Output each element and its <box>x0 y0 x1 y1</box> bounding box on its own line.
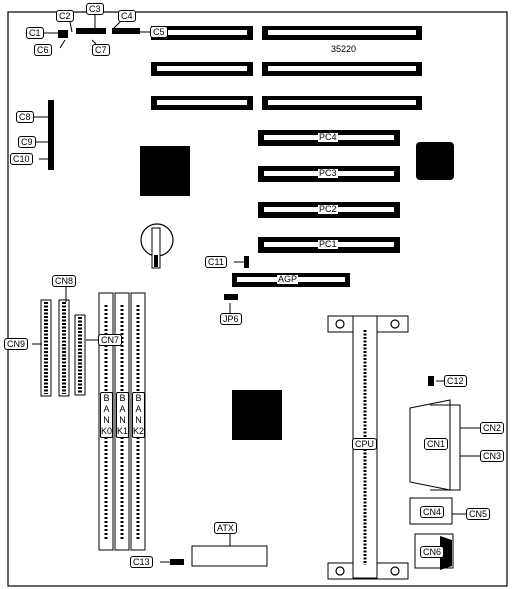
pci-slot-pc1: PC1 <box>258 237 400 253</box>
bank-label-1: BANK1 <box>116 392 129 438</box>
label-c2: C2 <box>56 10 74 22</box>
jumper-block <box>112 28 140 34</box>
label-c7: C7 <box>92 44 110 56</box>
jumper-block <box>48 100 54 170</box>
label-c11: C11 <box>205 256 227 268</box>
label-c3: C3 <box>86 3 104 15</box>
pci-slot-pc4: PC4 <box>258 130 400 146</box>
jumper-block <box>428 376 434 386</box>
label-c10: C10 <box>10 153 33 165</box>
isa-slot <box>151 96 253 110</box>
label-atx: ATX <box>214 522 237 534</box>
label-cn1: CN1 <box>424 438 449 450</box>
pci-slot-pc3: PC3 <box>258 166 400 182</box>
label-cn7: CN7 <box>98 334 123 346</box>
label-c13: C13 <box>130 556 153 568</box>
bank-label-0: BANK0 <box>100 392 113 438</box>
jumper-block <box>244 256 249 268</box>
label-jp6: JP6 <box>220 313 242 325</box>
northbridge-chip <box>232 390 282 440</box>
pci-slot-pc2: PC2 <box>258 202 400 218</box>
jumper-block <box>224 294 238 300</box>
chipset-chip <box>140 146 190 196</box>
io-chip <box>416 142 454 180</box>
label-c5: C5 <box>150 26 168 38</box>
isa-slot <box>262 26 422 40</box>
label-cn2: CN2 <box>480 422 505 434</box>
label-cn4: CN4 <box>420 506 445 518</box>
label-c12: C12 <box>444 375 467 387</box>
pci-slot-label: PC1 <box>318 239 338 249</box>
pci-slot-label: PC2 <box>318 204 338 214</box>
label-c4: C4 <box>118 10 136 22</box>
jumper-block <box>170 559 184 565</box>
isa-slot <box>262 62 422 76</box>
isa-slot <box>262 96 422 110</box>
label-cn3: CN3 <box>480 450 505 462</box>
agp-label: AGP <box>277 274 299 284</box>
label-cn5: CN5 <box>466 508 491 520</box>
jumper-block <box>58 30 68 38</box>
label-c1: C1 <box>26 27 44 39</box>
bank-label-2: BANK2 <box>132 392 145 438</box>
label-c6: C6 <box>34 44 52 56</box>
label-cpu: CPU <box>352 438 378 450</box>
board-number: 35220 <box>331 44 357 54</box>
jumper-block <box>76 28 106 34</box>
isa-slot <box>151 26 253 40</box>
label-cn6: CN6 <box>420 546 445 558</box>
pci-slot-label: PC4 <box>318 132 338 142</box>
agp-slot: AGP <box>232 273 350 287</box>
label-cn8: CN8 <box>52 275 77 287</box>
label-c8: C8 <box>16 111 34 123</box>
label-cn9: CN9 <box>4 338 29 350</box>
isa-slot <box>151 62 253 76</box>
label-c9: C9 <box>18 136 36 148</box>
pci-slot-label: PC3 <box>318 168 338 178</box>
